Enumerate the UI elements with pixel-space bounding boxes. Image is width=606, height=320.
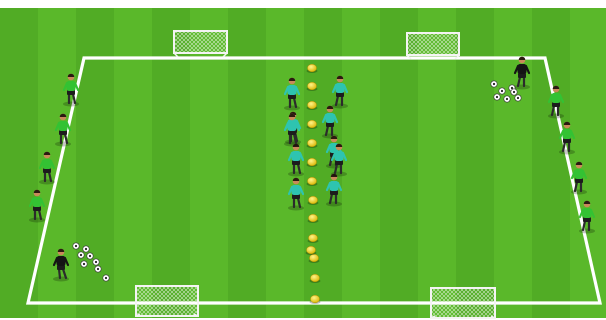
soccer-ball-icon (499, 88, 505, 94)
soccer-ball-icon (95, 266, 101, 272)
soccer-ball-icon (511, 89, 517, 95)
soccer-ball-icon (81, 261, 87, 267)
soccer-ball-icon (83, 246, 89, 252)
soccer-ball-icon (73, 243, 79, 249)
goal-bl-icon (136, 286, 198, 316)
soccer-ball-icon (78, 252, 84, 258)
soccer-ball-icon (87, 253, 93, 259)
soccer-ball-icon (504, 96, 510, 102)
soccer-ball-icon (494, 94, 500, 100)
soccer-ball-icon (515, 95, 521, 101)
grass-field (0, 8, 606, 318)
soccer-ball-icon (491, 81, 497, 87)
goal-br-icon (431, 288, 495, 318)
goal-tr-icon (407, 33, 459, 59)
soccer-ball-icon (103, 275, 109, 281)
soccer-ball-icon (93, 259, 99, 265)
goal-tl-icon (174, 31, 227, 57)
